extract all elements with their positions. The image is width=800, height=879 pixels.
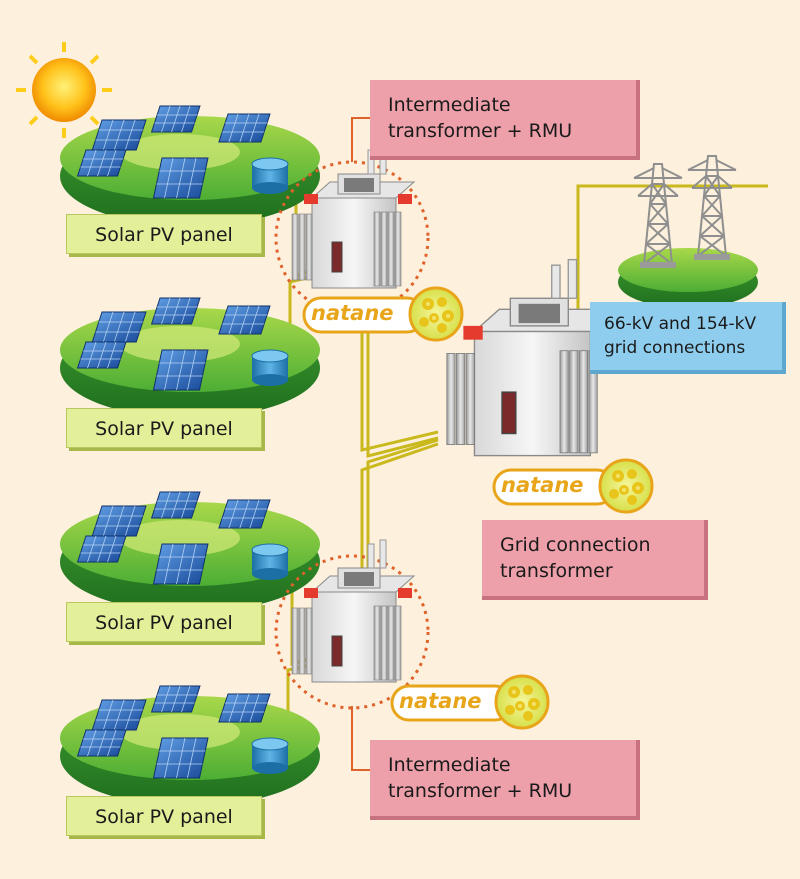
natane-flower-icon	[408, 286, 464, 342]
label-line: transformer + RMU	[388, 120, 573, 142]
natane-wordmark: natane	[399, 689, 482, 713]
pv-panel-label: Solar PV panel	[66, 408, 262, 448]
natane-logo-top	[302, 286, 464, 342]
label-line: grid connections	[604, 338, 746, 358]
intermediate-transformer-bottom-label: Intermediate transformer + RMU	[370, 740, 640, 820]
label-line: Grid connection	[500, 534, 651, 556]
grid-connections-label: 66-kV and 154-kV grid connections	[590, 302, 786, 374]
natane-logo-grid	[492, 458, 654, 514]
pv-panel-label: Solar PV panel	[66, 602, 262, 642]
natane-wordmark: natane	[501, 473, 584, 497]
natane-wordmark: natane	[311, 301, 394, 325]
label-line: Intermediate	[388, 94, 511, 116]
solar-pv-array-2	[59, 297, 321, 419]
pv-panel-label: Solar PV panel	[66, 214, 262, 254]
solar-pv-array-3	[59, 491, 321, 613]
solar-pv-array-1	[59, 105, 321, 227]
grid-transformer-label: Grid connection transformer	[482, 520, 708, 600]
solar-pv-array-4	[59, 685, 321, 807]
grid-island	[618, 155, 758, 308]
natane-flower-icon	[494, 674, 550, 730]
sun-icon	[16, 42, 112, 138]
natane-logo-bottom	[390, 674, 550, 730]
leader-lines	[351, 117, 370, 771]
intermediate-transformer-top-label: Intermediate transformer + RMU	[370, 80, 640, 160]
label-line: 66-kV and 154-kV	[604, 314, 757, 334]
pv-panel-label: Solar PV panel	[66, 796, 262, 836]
label-line: transformer + RMU	[388, 780, 573, 802]
intermediate-top-highlight	[274, 160, 430, 316]
label-line: transformer	[500, 560, 613, 582]
label-line: Intermediate	[388, 754, 511, 776]
intermediate-bottom-highlight	[274, 554, 430, 710]
natane-flower-icon	[598, 458, 654, 514]
